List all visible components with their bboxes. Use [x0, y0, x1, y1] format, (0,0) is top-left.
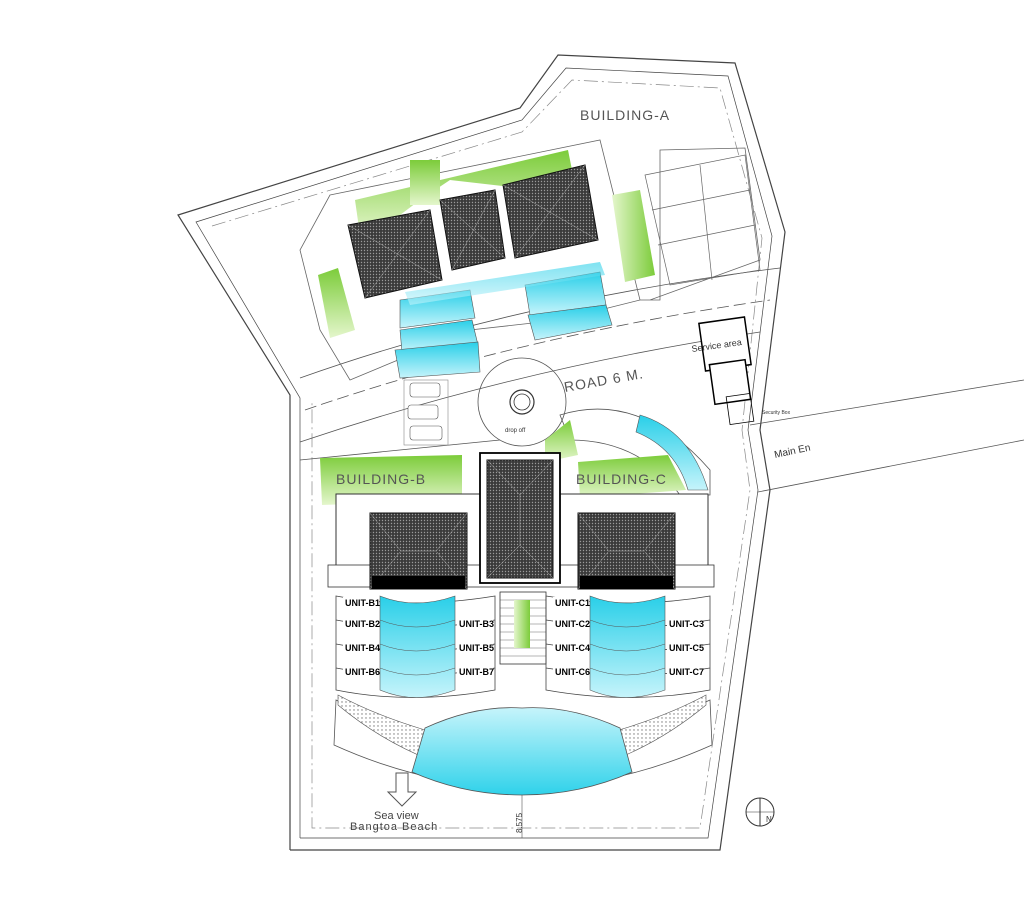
main-pool	[411, 707, 633, 796]
pool-units-c	[589, 595, 666, 698]
lawn-b-small	[545, 420, 578, 462]
pool-a-5	[527, 304, 613, 341]
pool-a-3	[394, 341, 481, 379]
setback-line	[211, 79, 763, 829]
parking-bays	[644, 154, 761, 286]
north-arrow-icon: N	[745, 797, 775, 827]
beach-label: Bangtoa Beach	[350, 821, 438, 833]
roof-center	[486, 459, 554, 579]
unit-label: UNIT-B6	[345, 667, 380, 677]
lawn-a-east	[612, 190, 655, 282]
drop-off: drop off	[477, 357, 567, 447]
unit-label: UNIT-B2	[345, 619, 380, 629]
unit-label: UNIT-B5	[459, 643, 494, 653]
unit-label: UNIT-C5	[669, 643, 704, 653]
unit-labels-b: UNIT-B1 UNIT-B2 UNIT-B3 UNIT-B4 UNIT-B5 …	[343, 597, 494, 677]
roof-b	[369, 512, 468, 590]
roof-a-east	[502, 164, 599, 259]
sea-view-label: Sea view	[374, 810, 419, 822]
north-label: N	[766, 815, 772, 824]
lawn-b	[320, 455, 462, 505]
drop-off-label: drop off	[505, 428, 526, 434]
unit-label: UNIT-C3	[669, 619, 704, 629]
terrace-dotted-b	[337, 694, 431, 761]
terrace-dotted-c	[613, 694, 707, 761]
unit-labels-c: UNIT-C1 UNIT-C2 UNIT-C3 UNIT-C4 UNIT-C5 …	[553, 597, 704, 677]
site-boundary	[177, 54, 786, 851]
unit-label: UNIT-B4	[345, 643, 380, 653]
unit-label: UNIT-B1	[345, 598, 380, 608]
road-label: ROAD 6 M.	[563, 365, 645, 395]
main-entrance-label: Main En	[773, 443, 811, 461]
unit-label: UNIT-C4	[555, 643, 590, 653]
pool-c-curved	[635, 414, 709, 491]
building-a-label: BUILDING-A	[580, 107, 670, 123]
unit-label: UNIT-B3	[459, 619, 494, 629]
lawn-c	[578, 455, 686, 498]
unit-label: UNIT-B7	[459, 667, 494, 677]
roof-c	[577, 512, 676, 590]
building-c-label: BUILDING-C	[576, 471, 667, 487]
building-b-c: BUILDING-B BUILDING-C	[320, 408, 715, 796]
lawn-a-strip	[410, 160, 440, 205]
service-area: Service area Security Box	[691, 316, 791, 425]
building-b-label: BUILDING-B	[336, 471, 426, 487]
sea-view-arrow	[386, 772, 418, 807]
lawn-a-north	[355, 150, 576, 235]
unit-label: UNIT-C6	[555, 667, 590, 677]
lawn-center	[514, 600, 530, 648]
unit-label: UNIT-C7	[669, 667, 704, 677]
pool-a-channel	[405, 262, 605, 305]
lawn-a-west	[318, 268, 355, 338]
roof-a-center	[439, 189, 506, 271]
parked-cars	[403, 379, 449, 446]
pool-units-b	[379, 595, 456, 698]
dimension-label: 8.575	[515, 812, 524, 833]
main-entrance-road	[749, 379, 1024, 493]
building-a: BUILDING-A	[299, 107, 761, 381]
roof-a-west	[347, 209, 443, 299]
security-box-label: Security Box	[762, 410, 791, 416]
unit-label: UNIT-C1	[555, 598, 590, 608]
unit-label: UNIT-C2	[555, 619, 590, 629]
